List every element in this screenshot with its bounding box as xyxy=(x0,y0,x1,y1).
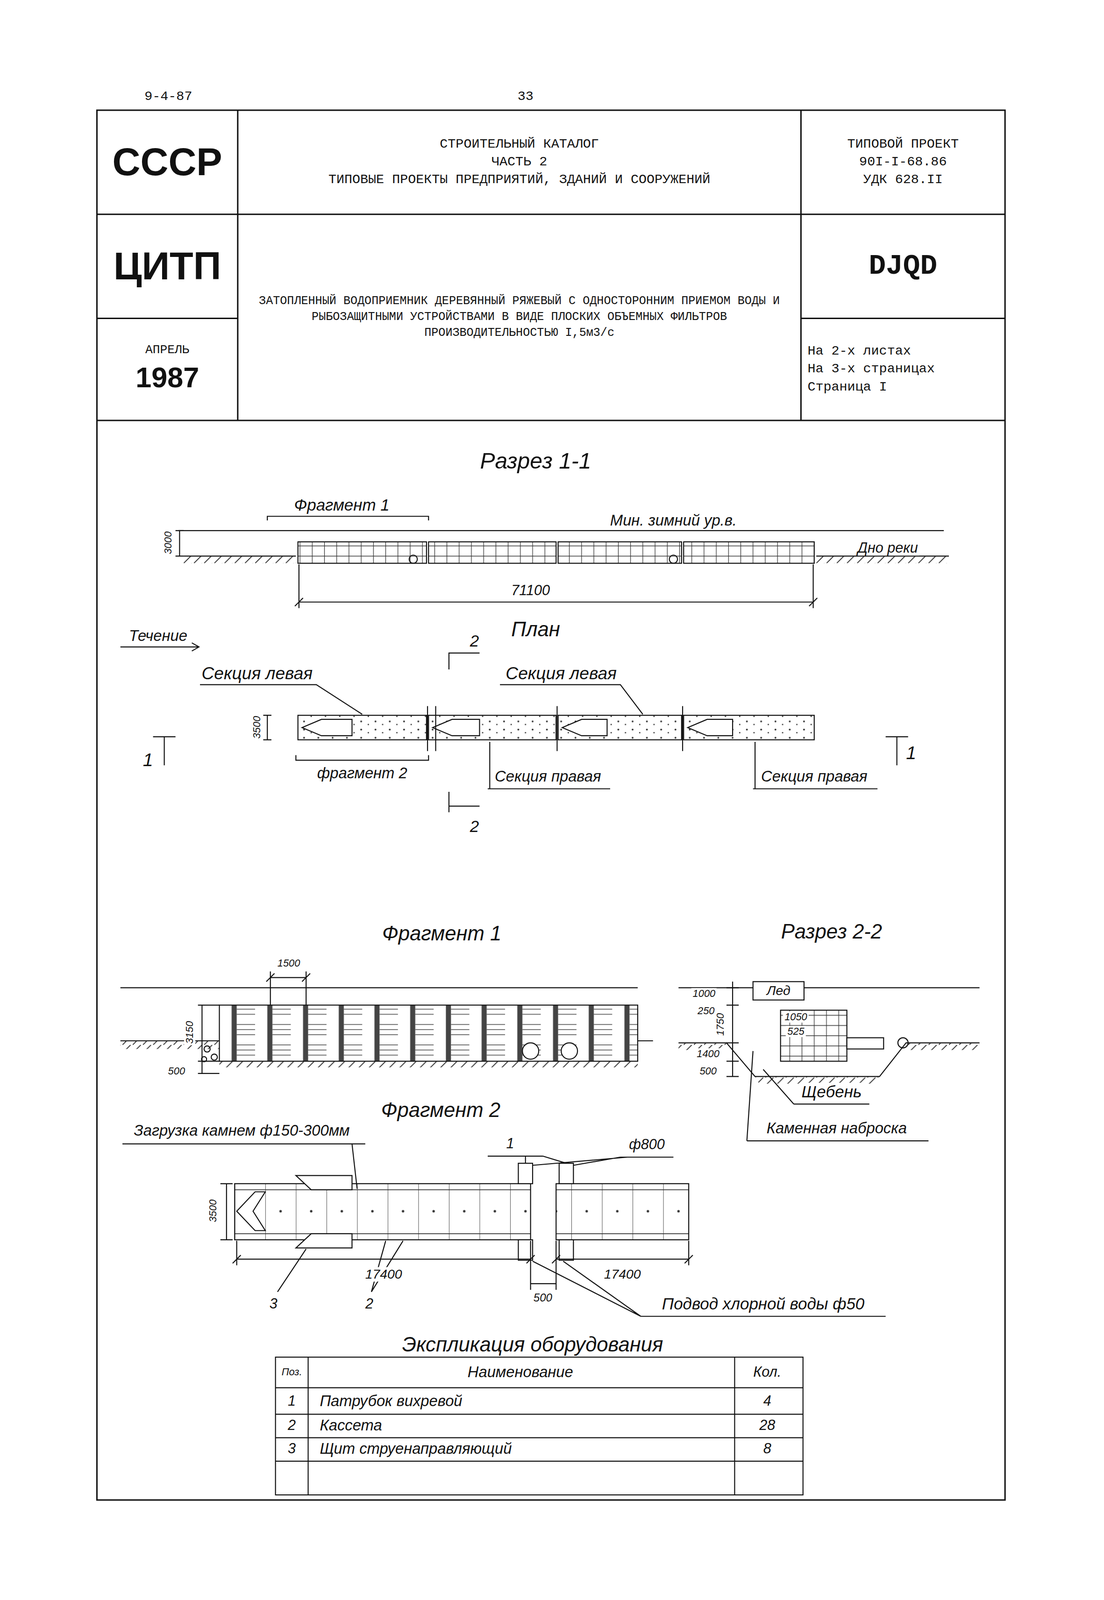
cell-text: ЧАСТЬ 2 xyxy=(491,153,548,171)
drawing-label: Экспликация оборудования xyxy=(400,1333,665,1356)
drawing-label: Подвод хлорной воды ф50 xyxy=(660,1295,866,1313)
drawing-label: 2 xyxy=(468,817,481,836)
drawing-label: 500 xyxy=(532,1291,554,1304)
drawing-label: 1500 xyxy=(276,957,302,969)
cell-text: УДК 628.II xyxy=(863,170,943,189)
drawing-label: 1 xyxy=(141,749,155,770)
drawing-label: 1000 xyxy=(691,988,718,1000)
drawing-label: Кол. xyxy=(751,1364,783,1381)
drawing-label: Щит струенаправляющий xyxy=(318,1440,513,1458)
drawing-label: Фрагмент 1 xyxy=(380,922,503,945)
drawing-label: Течение xyxy=(127,627,189,645)
drawing-label: Секция правая xyxy=(759,768,869,785)
cell-text: ЗАТОПЛЕННЫЙ ВОДОПРИЕМНИК ДЕРЕВЯННЫЙ РЯЖЕ… xyxy=(244,293,795,342)
drawing-label: 250 xyxy=(696,1005,716,1017)
cell-text: АПРЕЛЬ xyxy=(145,341,190,359)
title-block-cell: СССР xyxy=(96,110,238,215)
drawing-label: Секция левая xyxy=(200,663,315,684)
drawing-label: 1 xyxy=(286,1393,298,1410)
drawing-label: ф800 xyxy=(627,1137,667,1154)
drawing-label: 500 xyxy=(698,1065,718,1077)
dimension-label: 3000 xyxy=(162,530,174,556)
dimension-label: 1750 xyxy=(714,1011,727,1038)
drawing-label: 71100 xyxy=(509,583,552,599)
drawing-label: Поз. xyxy=(280,1366,304,1378)
title-block-cell: На 2-х листахНа 3-х страницахСтраница I xyxy=(800,318,1005,421)
cell-text: 1987 xyxy=(135,358,200,398)
drawing-label: Мин. зимний ур.в. xyxy=(608,512,739,529)
dimension-label: 3500 xyxy=(251,714,263,741)
drawing-label: 9-4-87 xyxy=(142,89,194,105)
drawing-label: Щебень xyxy=(800,1082,864,1101)
drawing-label: 1 xyxy=(504,1135,516,1152)
drawing-label: Разрез 2-2 xyxy=(779,920,884,943)
drawing-label: 3 xyxy=(268,1296,279,1312)
cell-text: СТРОИТЕЛЬНЫЙ КАТАЛОГ xyxy=(439,135,599,154)
drawing-label: 33 xyxy=(516,89,535,105)
drawing-label: 1400 xyxy=(695,1048,721,1060)
cell-text: СССР xyxy=(112,135,223,189)
drawing-label: Наименование xyxy=(466,1363,575,1381)
title-block-cell: DJQD xyxy=(800,214,1005,319)
drawing-label: Патрубок вихревой xyxy=(318,1392,464,1410)
cell-text: 90I-I-68.86 xyxy=(859,153,947,171)
drawing-label: фрагмент 2 xyxy=(315,764,409,782)
drawing-label: Каменная наброска xyxy=(765,1119,909,1137)
title-block-cell: АПРЕЛЬ1987 xyxy=(96,318,238,421)
drawing-label: Секция левая xyxy=(504,663,619,684)
drawing-label: Лед xyxy=(765,983,792,998)
drawing-label: Секция правая xyxy=(493,768,603,785)
drawing-label: Кассета xyxy=(318,1417,384,1434)
drawing-label: 1050 xyxy=(783,1011,809,1023)
drawing-label: 17400 xyxy=(602,1267,643,1282)
cell-text: DJQD xyxy=(868,247,938,286)
cell-text: ТИПОВЫЕ ПРОЕКТЫ ПРЕДПРИЯТИЙ, ЗДАНИЙ И СО… xyxy=(328,170,711,189)
drawing-label: 17400 xyxy=(363,1267,404,1282)
drawing-label: Дно реки xyxy=(855,540,919,556)
drawing-label: 2 xyxy=(468,631,481,650)
cell-text: ТИПОВОЙ ПРОЕКТ xyxy=(847,135,959,154)
drawing-label: 2 xyxy=(286,1417,298,1434)
dimension-label: 3150 xyxy=(184,1019,196,1046)
title-block-cell: ЗАТОПЛЕННЫЙ ВОДОПРИЕМНИК ДЕРЕВЯННЫЙ РЯЖЕ… xyxy=(237,214,802,421)
title-block-cell: ЦИТП xyxy=(96,214,238,319)
cell-text: На 2-х листах xyxy=(807,342,911,361)
drawing-label: 1 xyxy=(904,742,918,763)
drawing-label: Фрагмент 1 xyxy=(292,496,391,514)
drawing-label: 8 xyxy=(762,1440,773,1457)
drawing-label: 525 xyxy=(785,1025,806,1038)
drawing-label: Разрез 1-1 xyxy=(478,448,593,474)
title-block-cell: ТИПОВОЙ ПРОЕКТ90I-I-68.86УДК 628.II xyxy=(800,110,1005,215)
drawing-label: Фрагмент 2 xyxy=(379,1098,502,1122)
drawing-label: 2 xyxy=(363,1296,375,1312)
drawing-label: 500 xyxy=(166,1065,187,1077)
drawing-label: 28 xyxy=(757,1417,777,1434)
title-block-cell: СТРОИТЕЛЬНЫЙ КАТАЛОГЧАСТЬ 2ТИПОВЫЕ ПРОЕК… xyxy=(237,110,802,215)
cell-text: ЦИТП xyxy=(113,240,222,293)
cell-text: На 3-х страницах xyxy=(807,360,935,378)
drawing-label: 4 xyxy=(762,1393,773,1410)
dimension-label: 3500 xyxy=(207,1198,219,1225)
drawing-label: 3 xyxy=(286,1440,298,1457)
cell-text: Страница I xyxy=(807,378,887,397)
drawing-label: План xyxy=(509,618,562,641)
drawing-label: Загрузка камнем ф150-300мм xyxy=(132,1122,352,1140)
